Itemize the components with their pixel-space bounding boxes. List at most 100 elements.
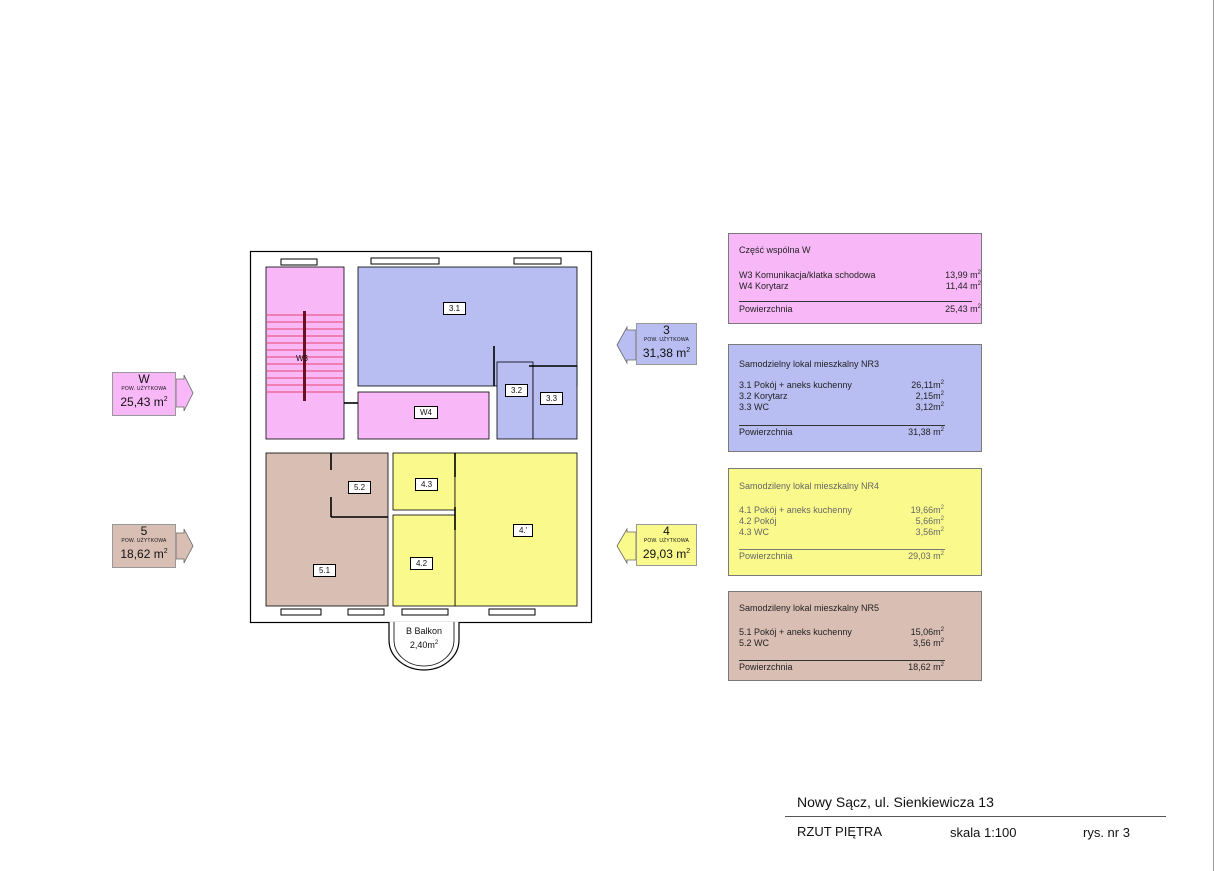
room-5-1-fill: [265, 452, 389, 607]
unit-sup: 2: [940, 402, 944, 408]
marker-3: 3 POW. UŻYTKOWA 31,38 m2: [636, 323, 697, 365]
panel-nr4-row-label: 4.1 Pokój + aneks kuchenny: [739, 505, 852, 515]
room-label-3-1: 3.1: [443, 302, 467, 315]
panel-separator: [739, 549, 945, 550]
unit-sup: 2: [163, 548, 168, 555]
panel-nr3-row-label: 3.2 Korytarz: [739, 391, 788, 401]
unit-sup: 2: [940, 427, 944, 433]
panel-nr5-row-value: 3,56 m: [913, 638, 941, 648]
panel-nr4-row-label: 4.2 Pokój: [739, 516, 777, 526]
unit-sup: 2: [977, 304, 981, 310]
balcony-name: B Balkon: [405, 626, 443, 636]
unit-sup: 2: [686, 548, 691, 555]
panel-separator: [739, 660, 945, 661]
marker-w: W POW. UŻYTKOWA 25,43 m2: [112, 372, 176, 416]
marker-5: 5 POW. UŻYTKOWA 18,62 m2: [112, 524, 176, 568]
panel-common-total-value: 25,43 m: [945, 304, 978, 314]
page-edge-line: [1213, 0, 1214, 871]
panel-nr4-total-value: 29,03 m: [908, 551, 941, 561]
room-label-5-2: 5.2: [348, 481, 372, 494]
panel-nr3-row-label: 3.1 Pokój + aneks kuchenny: [739, 380, 852, 390]
panel-nr4-row-value: 19,66m: [910, 505, 941, 515]
panel-nr3-row-label: 3.3 WC: [739, 402, 770, 412]
unit-sup: 2: [940, 516, 944, 522]
marker-5-area: 18,62 m: [120, 547, 164, 561]
panel-separator: [739, 301, 972, 302]
arrow-4: [616, 527, 637, 565]
marker-4: 4 POW. UŻYTKOWA 29,03 m2: [636, 524, 697, 566]
unit-sup: 2: [940, 638, 944, 644]
unit-sup: 2: [977, 270, 981, 276]
panel-nr3-row-value: 2,15m: [915, 391, 941, 401]
panel-common-total-label: Powierzchnia: [739, 304, 793, 314]
marker-w-num: W: [138, 372, 150, 386]
panel-nr5-row-label: 5.1 Pokój + aneks kuchenny: [739, 627, 852, 637]
room-label-3-2: 3.2: [505, 384, 529, 397]
balcony-outline: [388, 622, 460, 671]
panel-nr3: Samodzielny lokal mieszkalny NR3 3.1 Pok…: [728, 344, 982, 452]
arrow-w: [175, 374, 194, 412]
panel-nr4-row-value: 3,56m: [915, 527, 941, 537]
panel-nr5-title: Samodzileny lokal mieszkalny NR5: [739, 603, 880, 613]
unit-sup: 2: [434, 640, 439, 646]
panel-nr5-row-label: 5.2 WC: [739, 638, 770, 648]
room-3-2-fill: [496, 361, 534, 440]
plan-title: RZUT PIĘTRA: [797, 824, 882, 839]
unit-sup: 2: [686, 347, 691, 354]
marker-4-label: POW. UŻYTKOWA: [643, 538, 690, 544]
panel-nr3-row-value: 26,11m: [911, 380, 941, 390]
balcony-label: B Balkon 2,40m2: [398, 625, 450, 651]
drawing-number: rys. nr 3: [1083, 825, 1130, 840]
balcony-area: 2,40m: [409, 640, 435, 650]
marker-4-area: 29,03 m: [642, 547, 687, 561]
marker-w-area: 25,43 m: [120, 395, 164, 409]
unit-sup: 2: [940, 551, 944, 557]
panel-nr3-row-value: 3,12m: [915, 402, 941, 412]
marker-4-num: 4: [663, 524, 670, 538]
panel-common: Część wspólna W W3 Komunikacja/klatka sc…: [728, 233, 982, 324]
interior-walls: [330, 346, 577, 530]
room-label-w3: W3: [296, 354, 308, 363]
panel-nr3-total-label: Powierzchnia: [739, 427, 793, 437]
unit-sup: 2: [940, 527, 944, 533]
unit-sup: 2: [940, 505, 944, 511]
marker-5-num: 5: [140, 524, 148, 538]
scale-label: skala 1:100: [950, 825, 1017, 840]
stair-rail: [303, 311, 306, 401]
address: Nowy Sącz, ul. Sienkiewicza 13: [797, 794, 994, 810]
title-block-line: [785, 816, 1166, 817]
room-label-4-2: 4.2: [410, 557, 434, 570]
panel-common-row-label: W3 Komunikacja/klatka schodowa: [739, 270, 876, 280]
panel-separator: [739, 425, 945, 426]
panel-nr4-row-value: 5,66m: [915, 516, 941, 526]
marker-w-label: POW. UŻYTKOWA: [121, 386, 167, 392]
room-label-w4: W4: [414, 406, 438, 419]
panel-nr4-row-label: 4.3 WC: [739, 527, 770, 537]
unit-sup: 2: [940, 380, 944, 386]
arrow-5: [175, 528, 194, 564]
panel-nr5: Samodzileny lokal mieszkalny NR5 5.1 Pok…: [728, 591, 982, 681]
unit-sup: 2: [940, 662, 944, 668]
marker-3-num: 3: [663, 323, 670, 337]
panel-nr5-total-value: 18,62 m: [908, 662, 941, 672]
unit-sup: 2: [977, 281, 981, 287]
panel-common-row-value: 11,44 m: [945, 281, 978, 291]
unit-sup: 2: [940, 391, 944, 397]
unit-sup: 2: [940, 627, 944, 633]
panel-nr3-title: Samodzielny lokal mieszkalny NR3: [739, 359, 880, 369]
room-label-4-3: 4.3: [415, 478, 439, 491]
windows: [280, 257, 562, 616]
panel-nr4-total-label: Powierzchnia: [739, 551, 793, 561]
unit-sup: 2: [163, 396, 168, 403]
arrow-3: [616, 325, 637, 365]
room-label-3-3: 3.3: [540, 392, 564, 405]
panel-common-row-value: 13,99 m: [945, 270, 978, 280]
marker-5-label: POW. UŻYTKOWA: [121, 538, 167, 544]
panel-nr5-row-value: 15,06m: [910, 627, 941, 637]
panel-nr5-total-label: Powierzchnia: [739, 662, 793, 672]
room-label-4-1: 4.': [513, 524, 534, 537]
panel-nr4: Samodzileny lokal mieszkalny NR4 4.1 Pok…: [728, 468, 982, 576]
panel-common-title: Część wspólna W: [739, 245, 811, 255]
marker-3-label: POW. UŻYTKOWA: [643, 337, 690, 343]
